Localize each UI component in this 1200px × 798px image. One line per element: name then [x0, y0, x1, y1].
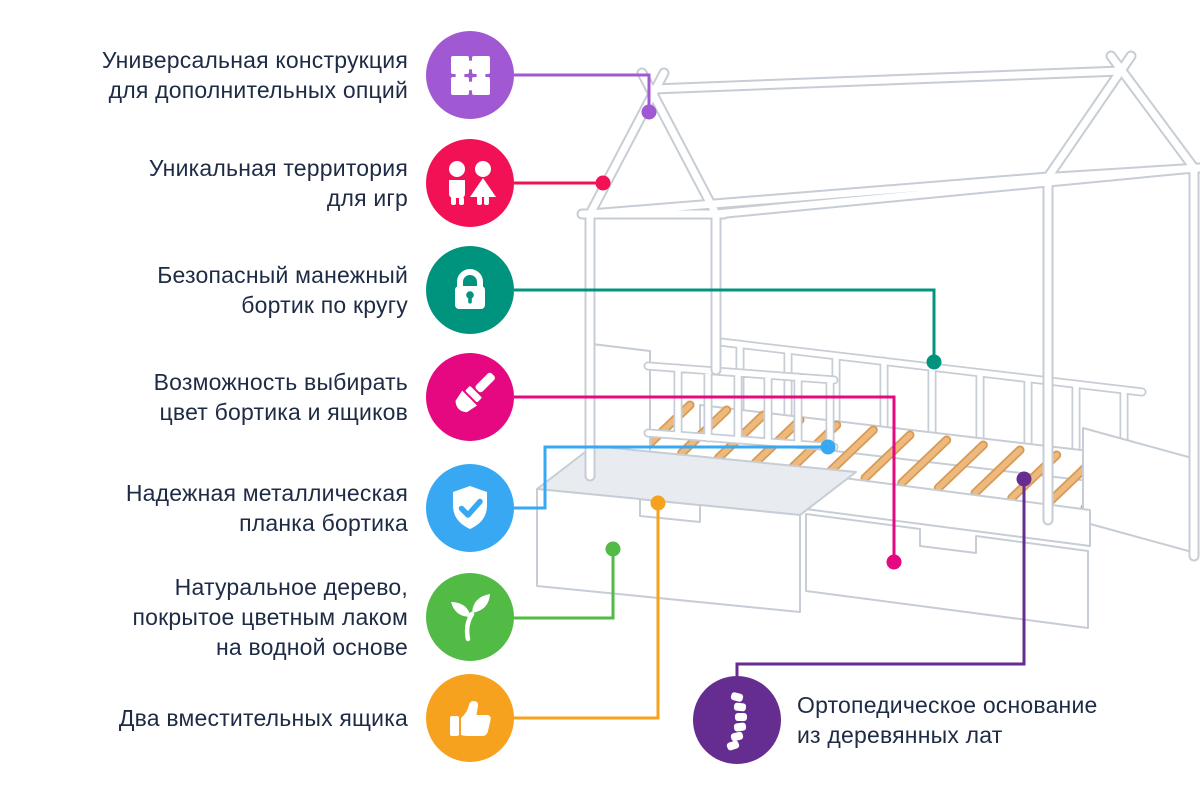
shield-icon — [426, 464, 514, 552]
dot-metal-plank — [820, 439, 836, 455]
lock-icon — [426, 246, 514, 334]
feature-safe-rail: Безопасный манежный бортик по кругу — [0, 246, 514, 334]
dot-orthopedic-base — [1016, 471, 1032, 487]
feature-label-line: Универсальная конструкция — [101, 47, 408, 73]
connector-natural-wood — [514, 549, 615, 620]
feature-natural-wood: Натуральное дерево, покрытое цветным лак… — [0, 572, 514, 662]
feature-label: Возможность выбирать цвет бортика и ящик… — [0, 367, 408, 427]
drawer-open — [536, 445, 857, 613]
feature-label: Два вместительных ящика — [0, 703, 408, 733]
feature-metal-plank: Надежная металлическая планка бортика — [0, 464, 514, 552]
feature-label-line: Натуральное дерево, — [174, 574, 408, 600]
feature-universal-construction: Универсальная конструкция для дополнител… — [0, 31, 514, 119]
connector-color-choice — [514, 395, 896, 562]
dot-play-territory — [595, 175, 611, 191]
feature-color-choice: Возможность выбирать цвет бортика и ящик… — [0, 353, 514, 441]
connector-orthopedic-base — [735, 479, 1026, 677]
drawer-open-front — [536, 488, 801, 613]
leaf-icon — [426, 573, 514, 661]
feature-label-line: из деревянных лат — [797, 722, 1003, 748]
connector-two-drawers — [514, 503, 660, 720]
feature-label-line: Уникальная территория — [148, 155, 408, 181]
feature-label-line: цвет бортика и ящиков — [159, 399, 408, 425]
foot-board — [1082, 427, 1193, 553]
feature-two-drawers: Два вместительных ящика — [0, 674, 514, 762]
puzzle-icon — [426, 31, 514, 119]
feature-orthopedic-base: Ортопедическое основание из деревянных л… — [693, 676, 1197, 764]
dot-natural-wood — [605, 541, 621, 557]
connector-safe-rail — [514, 288, 936, 362]
front-safety-rail — [643, 361, 839, 452]
drawer-closed-front — [805, 513, 1089, 629]
feature-label-line: для дополнительных опций — [108, 77, 408, 103]
dot-color-choice — [886, 554, 902, 570]
feature-label: Ортопедическое основание из деревянных л… — [797, 690, 1197, 750]
feature-label: Надежная металлическая планка бортика — [0, 478, 408, 538]
feature-label: Натуральное дерево, покрытое цветным лак… — [0, 572, 408, 662]
feature-label-line: покрытое цветным лаком — [132, 604, 408, 630]
feature-label: Безопасный манежный бортик по кругу — [0, 260, 408, 320]
feature-label-line: на водной основе — [215, 634, 408, 660]
dot-safe-rail — [926, 354, 942, 370]
children-icon — [426, 139, 514, 227]
spine-icon — [693, 676, 781, 764]
connector-universal-construction — [514, 73, 651, 112]
feature-label-line: Два вместительных ящика — [118, 705, 408, 731]
house-bed-illustration — [536, 50, 1200, 629]
feature-label: Универсальная конструкция для дополнител… — [0, 45, 408, 105]
feature-label-line: для игр — [326, 185, 408, 211]
brush-icon — [426, 353, 514, 441]
feature-label: Уникальная территория для игр — [0, 153, 408, 213]
feature-label-line: Ортопедическое основание — [797, 692, 1098, 718]
thumb-up-icon — [426, 674, 514, 762]
feature-play-territory: Уникальная территория для игр — [0, 139, 514, 227]
feature-label-line: планка бортика — [239, 510, 408, 536]
connector-metal-plank — [514, 445, 828, 510]
feature-label-line: Возможность выбирать — [153, 369, 408, 395]
connectors — [514, 73, 1032, 720]
dot-two-drawers — [650, 495, 666, 511]
house-frame — [576, 50, 1200, 562]
feature-label-line: бортик по кругу — [241, 292, 408, 318]
feature-label-line: Надежная металлическая — [125, 480, 408, 506]
dot-universal-construction — [641, 104, 657, 120]
feature-label-line: Безопасный манежный — [157, 262, 408, 288]
